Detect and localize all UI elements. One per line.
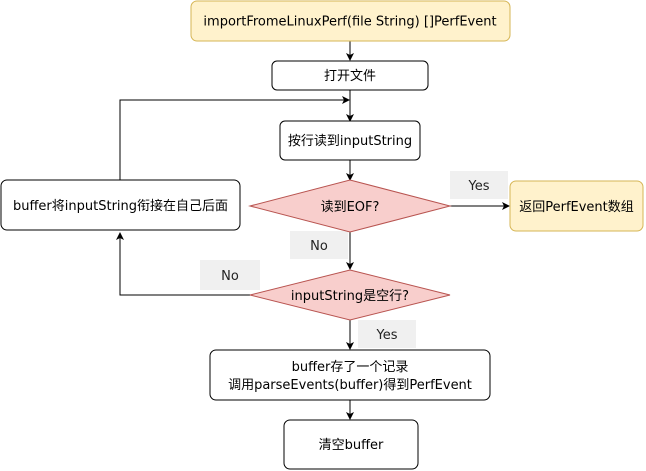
edge-label-empty-yes: Yes bbox=[358, 320, 416, 348]
node-append-buffer-label: buffer将inputString衔接在自己后面 bbox=[13, 198, 228, 214]
edge-label-eof-no: No bbox=[290, 231, 348, 259]
node-check-empty: inputString是空行? bbox=[249, 269, 451, 321]
node-start-label: importFromeLinuxPerf(file String) []Perf… bbox=[203, 15, 496, 30]
edge-label-eof-yes: Yes bbox=[450, 171, 508, 199]
node-open-file-label: 打开文件 bbox=[324, 69, 376, 84]
edge-empty-no-to-append bbox=[116, 232, 250, 296]
edge-label-empty-no: No bbox=[200, 260, 260, 290]
node-record: buffer存了一个记录 调用parseEvents(buffer)得到Perf… bbox=[209, 349, 491, 401]
node-open-file: 打开文件 bbox=[271, 60, 429, 91]
node-record-label-line2: 调用parseEvents(buffer)得到PerfEvent bbox=[228, 377, 472, 393]
node-clear-buffer-label: 清空buffer bbox=[319, 438, 384, 453]
node-return-events: 返回PerfEvent数组 bbox=[509, 180, 644, 232]
node-check-empty-label: inputString是空行? bbox=[291, 289, 409, 304]
edges bbox=[116, 41, 510, 420]
node-read-line-label: 按行读到inputString bbox=[288, 134, 412, 149]
edge-label-eof-no-text: No bbox=[310, 239, 328, 254]
edge-labels: Yes No No Yes bbox=[200, 171, 508, 348]
edge-label-empty-yes-text: Yes bbox=[376, 328, 398, 343]
node-append-buffer: buffer将inputString衔接在自己后面 bbox=[0, 179, 241, 231]
edge-label-eof-yes-text: Yes bbox=[468, 179, 490, 194]
node-return-events-label: 返回PerfEvent数组 bbox=[519, 200, 634, 215]
node-clear-buffer: 清空buffer bbox=[283, 419, 419, 470]
node-check-eof-label: 读到EOF? bbox=[321, 200, 380, 215]
node-check-eof: 读到EOF? bbox=[248, 179, 452, 233]
edge-append-to-read-loop bbox=[119, 96, 350, 180]
node-record-label-line1: buffer存了一个记录 bbox=[292, 360, 409, 375]
edge-label-empty-no-text: No bbox=[221, 269, 239, 284]
node-start: importFromeLinuxPerf(file String) []Perf… bbox=[190, 0, 511, 42]
node-read-line: 按行读到inputString bbox=[279, 120, 421, 161]
